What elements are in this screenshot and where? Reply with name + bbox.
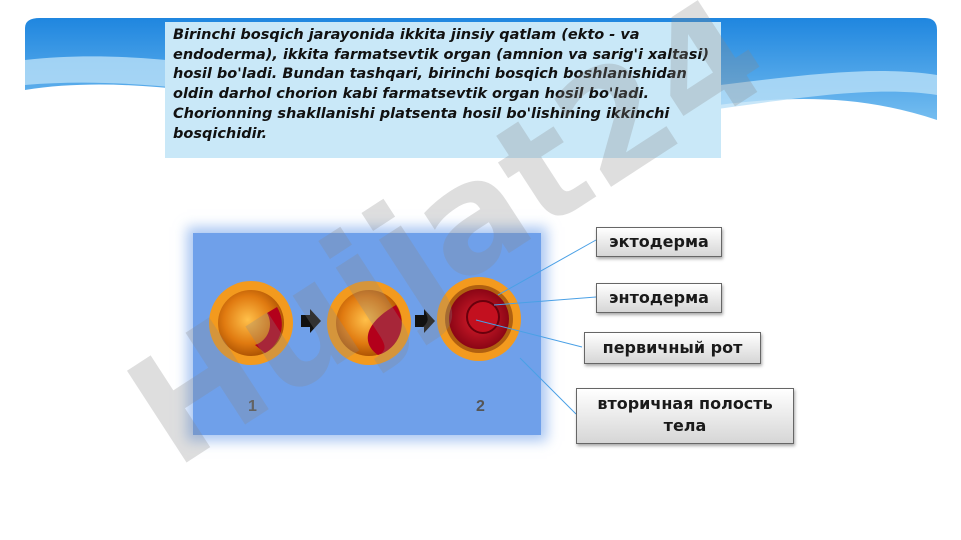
description-textbox: Birinchi bosqich jarayonida ikkita jinsi…: [165, 22, 721, 158]
embryo-diagram-graphic: 1 2: [209, 277, 521, 415]
embryo-stage-1: [209, 281, 293, 365]
embryo-stage-2: [437, 277, 521, 361]
embryo-stage-mid: [327, 281, 411, 365]
arrow-icon: [301, 309, 321, 333]
label-secondary-cavity: вторичная полость тела: [576, 388, 794, 444]
arrow-icon: [415, 309, 435, 333]
description-text: Birinchi bosqich jarayonida ikkita jinsi…: [173, 27, 710, 142]
label-endoderm: энтодерма: [596, 283, 722, 313]
label-ectoderm: эктодерма: [596, 227, 722, 257]
label-primary-mouth: первичный рот: [584, 332, 761, 364]
embryo-diagram: 1 2: [193, 233, 541, 435]
step-label-1: 1: [248, 398, 257, 415]
step-label-2: 2: [476, 398, 485, 415]
